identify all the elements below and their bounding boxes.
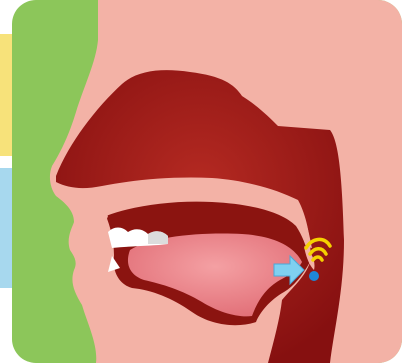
head-diagram — [12, 0, 402, 363]
diagram-panel — [12, 0, 402, 363]
sound-source-dot — [309, 271, 319, 281]
